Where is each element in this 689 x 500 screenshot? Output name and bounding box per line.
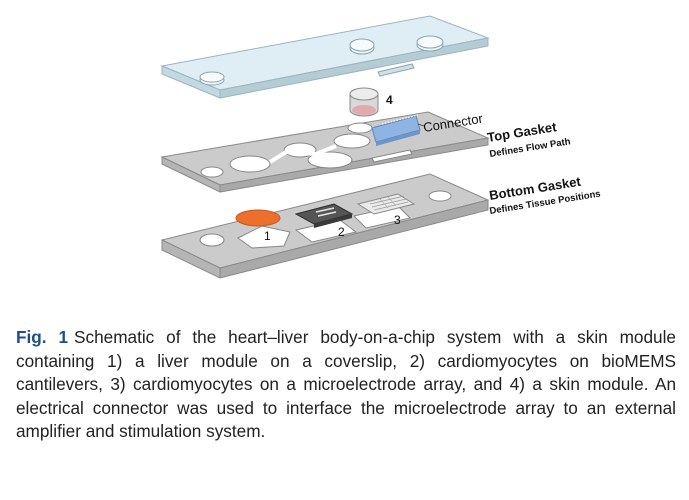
label-item-4: 4	[386, 93, 393, 107]
lid-slot	[377, 63, 415, 77]
liver-module	[235, 209, 281, 227]
flow-chamber	[229, 155, 271, 173]
microelectrode-array	[356, 193, 416, 215]
lid-port	[199, 71, 225, 86]
bottom-gasket	[160, 173, 490, 279]
caption-label: Fig. 1	[16, 327, 69, 347]
label-item-3: 3	[394, 213, 401, 227]
label-item-2: 2	[338, 225, 345, 239]
lid-port	[416, 35, 444, 52]
label-item-1: 1	[264, 229, 271, 243]
flow-chamber	[307, 151, 353, 169]
liver-well	[237, 225, 291, 249]
electrical-connector	[371, 114, 421, 146]
chip-schematic: 4 Connector Top Gasket Defines Flow Path	[160, 15, 601, 279]
caption-text: Schematic of the heart–liver body-on-a-c…	[16, 327, 676, 441]
skin-module	[349, 87, 379, 117]
glass-lid	[160, 15, 490, 99]
cantilever-chip	[294, 203, 354, 228]
lid-port	[349, 38, 375, 55]
flow-chamber	[347, 122, 373, 134]
flow-chamber	[333, 133, 371, 149]
